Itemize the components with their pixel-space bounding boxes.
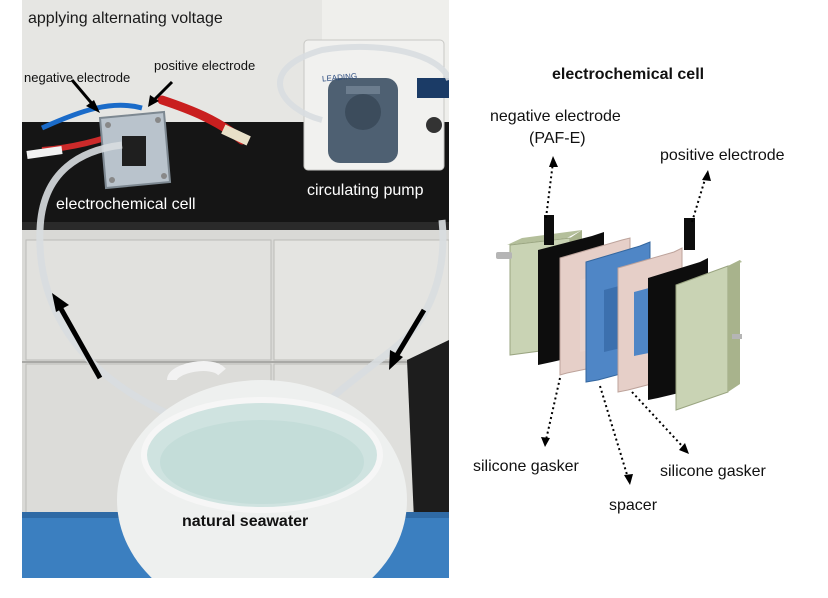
diagram-title: electrochemical cell bbox=[552, 66, 705, 83]
photo-title: applying alternating voltage bbox=[28, 10, 223, 27]
end-plate-right bbox=[675, 260, 742, 411]
seawater-label: natural seawater bbox=[182, 513, 309, 530]
cell-diagram: electrochemical cell negative electrode … bbox=[452, 0, 828, 598]
spacer-label: spacer bbox=[609, 497, 658, 514]
lab-setup-photo: applying alternating voltage negative el… bbox=[22, 0, 449, 578]
negative-electrode-line1: negative electrode bbox=[490, 108, 621, 125]
exploded-cell-illustration bbox=[496, 156, 742, 485]
cell-label: electrochemical cell bbox=[56, 196, 196, 213]
negative-electrode-label: negative electrode bbox=[24, 70, 131, 85]
gasket-left-label: silicone gasker bbox=[473, 458, 579, 475]
gasket-right-label: silicone gasker bbox=[660, 463, 766, 480]
pump-label: circulating pump bbox=[307, 182, 424, 199]
photo-scene bbox=[22, 0, 449, 578]
positive-electrode-label: positive electrode bbox=[154, 58, 256, 73]
negative-electrode-line2: (PAF-E) bbox=[529, 130, 586, 147]
positive-electrode-label: positive electrode bbox=[660, 147, 785, 164]
